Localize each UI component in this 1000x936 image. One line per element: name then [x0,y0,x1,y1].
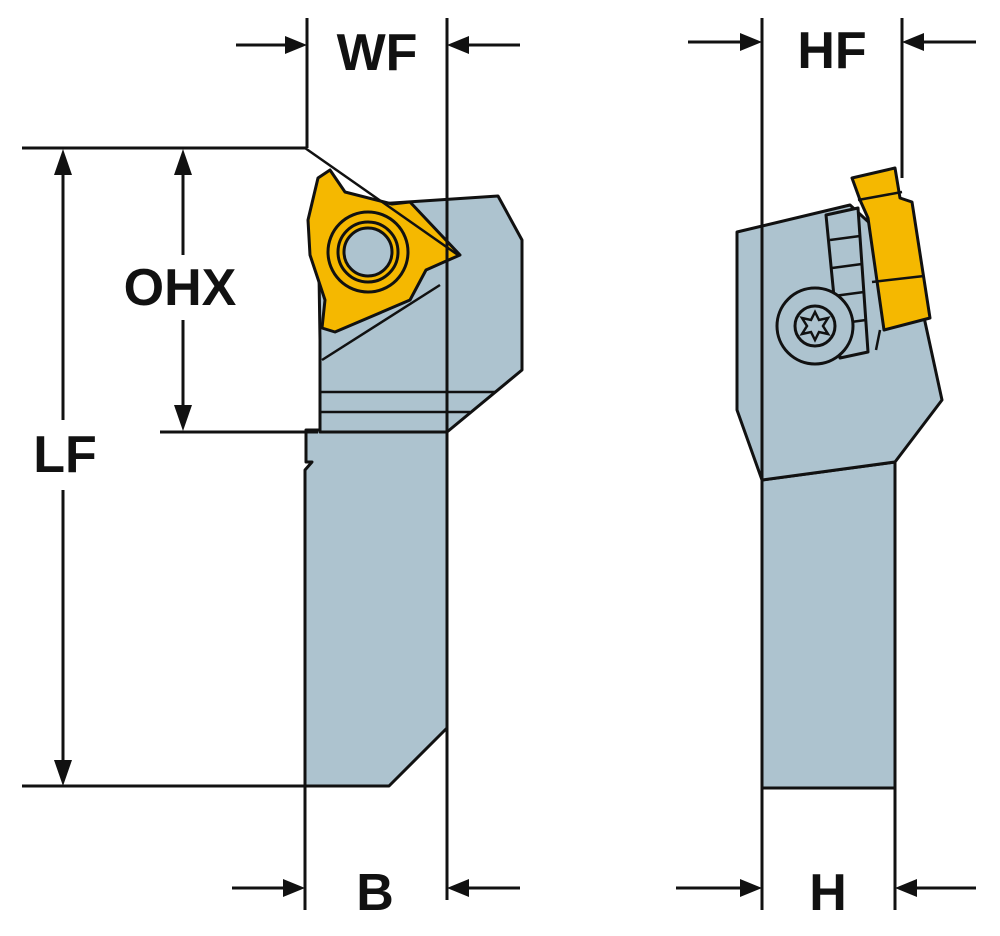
front-view [22,18,524,910]
dimension-label-h: H [809,864,847,922]
dimension-label-hf: HF [797,22,866,80]
clamp-screw-hole [342,226,394,278]
side-view [676,18,976,910]
dimension-label-lf: LF [33,426,97,484]
shank-side [760,460,897,790]
dimension-label-b: B [356,864,394,922]
shank-front [303,428,449,788]
threading-insert-side [850,166,932,332]
dimension-label-ohx: OHX [124,259,237,317]
dimension-label-wf: WF [337,24,418,82]
